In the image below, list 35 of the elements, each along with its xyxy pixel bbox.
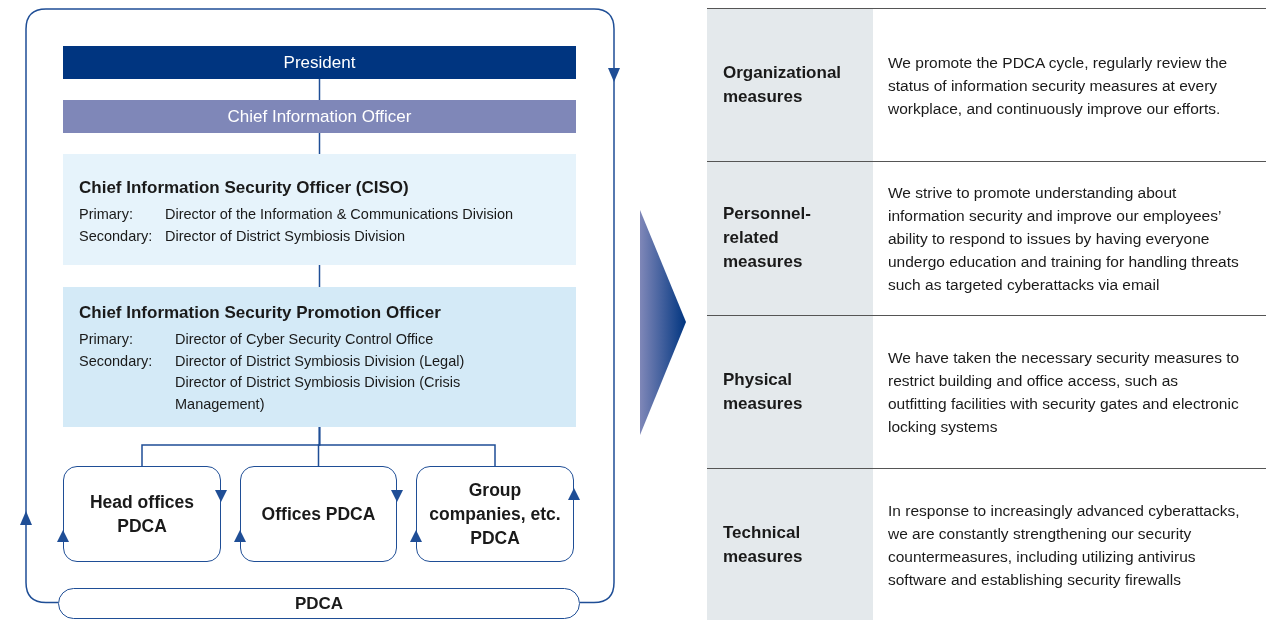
connector-line [318,264,321,288]
role-holder: Director of District Symbiosis Division (Crisis Management) [175,373,462,414]
title-bar: President [63,46,576,79]
role-holder: Director of District Symbiosis Division [165,226,407,246]
role-box [63,154,576,265]
role-label: Secondary: [79,351,154,371]
cycle-loop-arrow [20,8,620,604]
role-label: Primary: [79,205,134,224]
pdca-label: Offices PDCA [261,503,376,526]
measure-heading: Physical measures [707,315,873,468]
pdca-box [240,466,397,562]
pdca-box [63,466,221,562]
measure-description: In response to increasingly advanced cyberattacks, we are constantly strengthening our security countermeasures, including utilizing antivirus software and establishing security firewalls [888,500,1240,590]
pdca-box [416,466,574,562]
measure-heading: Organizational measures [707,9,873,162]
role-label: Primary: [79,330,134,349]
role-holder: Director of Cyber Security Control Office [175,330,435,349]
title-bar: Chief Information Officer [63,100,576,133]
role-box [63,287,576,427]
connector-line [318,132,321,155]
role-holder: Director of District Symbiosis Division (Legal) [175,351,466,371]
measure-description: We have taken the necessary security measures to restrict building and office access, such as outfitting facilities with security gates and electronic locking systems [888,347,1240,437]
role-label: Secondary: [79,226,154,246]
pdca-label: Head offices PDCA [88,491,196,538]
pdca-label: Group companies, etc. PDCA [428,479,562,550]
connector-line [318,78,321,101]
measure-heading: Personnel-related measures [707,162,873,315]
measure-description: We strive to promote understanding about information security and improve our employees’ ability to respond to issues by having everyone undergo education and training for handling threats such as targeted cyberattacks via email [888,182,1240,295]
connector-line [318,426,496,467]
role-title: Chief Information Security Promotion Officer [79,303,442,323]
pdca-pill: PDCA [58,588,580,619]
role-holder: Director of the Information & Communications Division [165,205,515,224]
role-title: Chief Information Security Officer (CISO) [79,178,410,198]
measure-heading: Technical measures [707,468,873,620]
measure-description: We promote the PDCA cycle, regularly review the status of information security measures at every workplace, and continuously improve our efforts. [888,52,1229,119]
